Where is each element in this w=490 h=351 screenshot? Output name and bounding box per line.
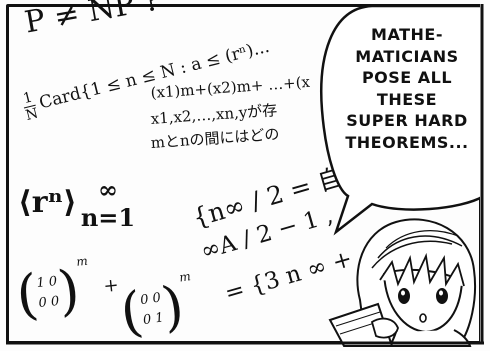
right-eye <box>436 288 448 304</box>
speech-bubble-outline <box>320 4 486 236</box>
hand <box>370 317 399 339</box>
seq-subscript: n=1 <box>80 203 136 232</box>
formula-sequence: ⟨rⁿ⟩ ∞ n=1 <box>18 175 136 232</box>
mouth <box>419 313 427 323</box>
speech-bubble-text: MATHE- MATICIANS POSE ALL THESE SUPER HA… <box>345 25 469 152</box>
left-eye <box>398 288 410 304</box>
seq-superscript: ∞ <box>97 175 118 204</box>
